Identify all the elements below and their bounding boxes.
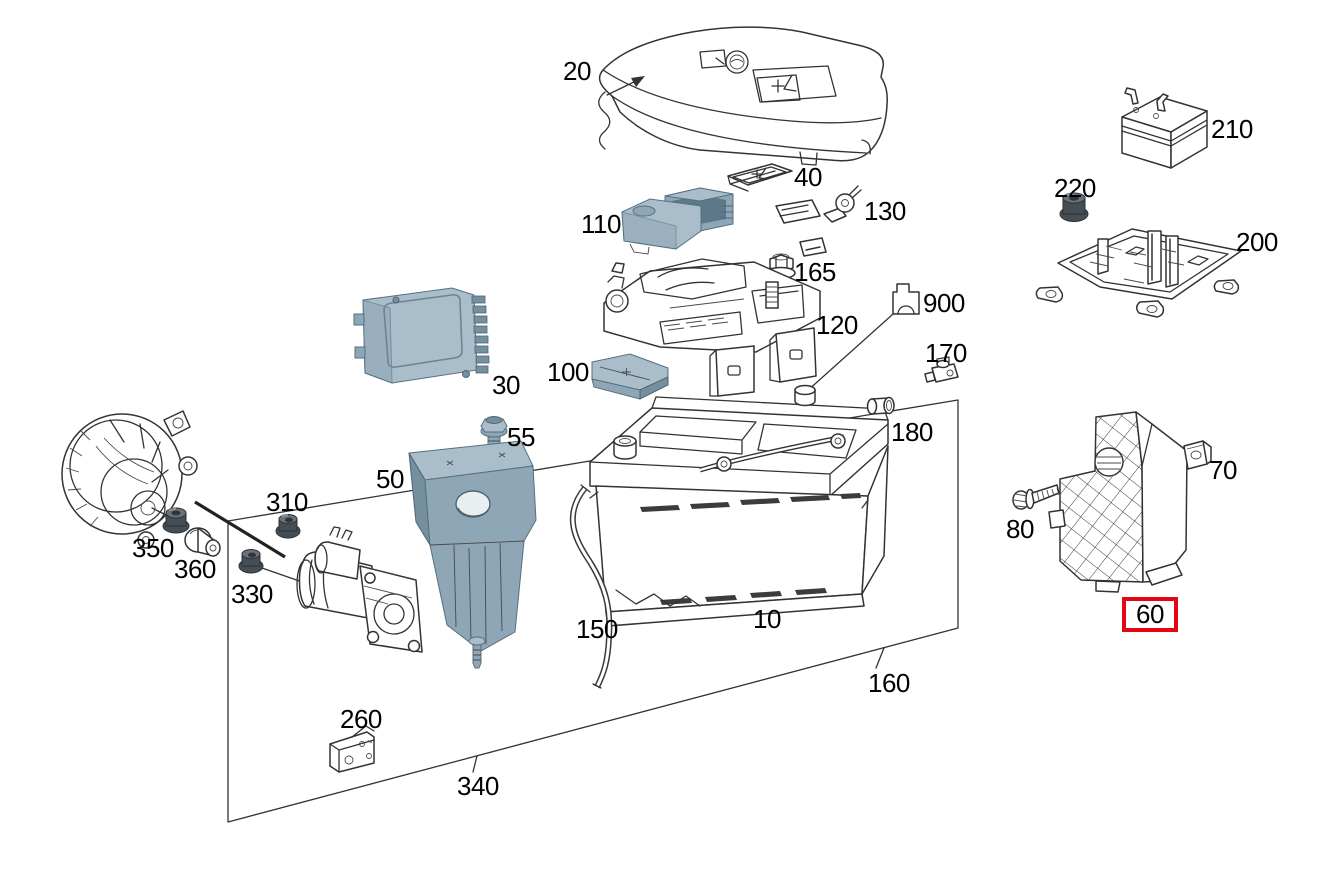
part-callout-210[interactable]: 210 — [1211, 114, 1253, 144]
part-callout-180[interactable]: 180 — [891, 417, 933, 447]
part-callout-130[interactable]: 130 — [864, 196, 906, 226]
bracket-part-50[interactable] — [408, 440, 537, 669]
cover-plate-part-40[interactable] — [727, 163, 793, 192]
fuse-cover-part-110[interactable] — [621, 187, 734, 255]
part-callout-160[interactable]: 160 — [868, 668, 910, 698]
battery-vent-slots — [640, 493, 861, 605]
leader-20-arrow — [606, 76, 645, 96]
aux-battery-part-210[interactable] — [1121, 87, 1208, 169]
part-callout-20[interactable]: 20 — [563, 56, 591, 86]
part-callout-110[interactable]: 110 — [581, 209, 621, 239]
leader-160 — [875, 647, 885, 669]
screw-part-80[interactable] — [1012, 484, 1060, 510]
cover-part-100[interactable] — [591, 353, 669, 400]
part-callout-150[interactable]: 150 — [576, 614, 618, 644]
battery-tray-part-200[interactable] — [1035, 228, 1242, 318]
fuse-box-part-120[interactable] — [603, 258, 821, 397]
clamp-part-170[interactable] — [924, 356, 959, 383]
part-callout-50[interactable]: 50 — [376, 464, 404, 494]
vent-hose-part-150[interactable] — [569, 484, 613, 689]
nut-part-310[interactable] — [275, 514, 301, 539]
bushing-part-180[interactable] — [866, 396, 895, 415]
part-callout-310[interactable]: 310 — [266, 487, 308, 517]
part-callout-30[interactable]: 30 — [492, 370, 520, 400]
cap-part-360[interactable] — [184, 527, 221, 557]
part-callout-350[interactable]: 350 — [132, 533, 174, 563]
cable-assembly-part-130[interactable] — [756, 185, 862, 257]
clip-part-70[interactable] — [1183, 440, 1212, 470]
leader-340 — [472, 755, 478, 773]
leader-900 — [805, 313, 894, 393]
part-callout-120[interactable]: 120 — [816, 310, 858, 340]
nut-part-220[interactable] — [1059, 192, 1089, 222]
battery-part-10[interactable] — [589, 384, 889, 627]
starter-motor[interactable] — [296, 526, 423, 653]
part-callout-220[interactable]: 220 — [1054, 173, 1096, 203]
part-callout-80[interactable]: 80 — [1006, 514, 1034, 544]
connector-symbol-900[interactable] — [805, 283, 920, 393]
part-callout-10[interactable]: 10 — [753, 604, 781, 634]
part-callout-60[interactable]: 60 — [1122, 597, 1178, 632]
part-callout-40[interactable]: 40 — [794, 162, 822, 192]
leader-350 — [151, 507, 169, 517]
battery-cover-part-20[interactable] — [598, 26, 888, 166]
part-callout-900[interactable]: 900 — [923, 288, 965, 318]
part-callout-330[interactable]: 330 — [231, 579, 273, 609]
bracket-part-260[interactable] — [329, 725, 375, 773]
alternator[interactable] — [61, 410, 198, 549]
lattice-bracket-part-60[interactable] — [1048, 411, 1188, 593]
part-callout-170[interactable]: 170 — [925, 338, 967, 368]
part-callout-100[interactable]: 100 — [547, 357, 589, 387]
part-callout-260[interactable]: 260 — [340, 704, 382, 734]
part-callout-340[interactable]: 340 — [457, 771, 499, 801]
part-callout-165[interactable]: 165 — [794, 257, 836, 287]
nut-part-350[interactable] — [162, 507, 190, 534]
control-module-part-30[interactable] — [353, 287, 490, 384]
part-callout-70[interactable]: 70 — [1209, 455, 1237, 485]
part-callout-55[interactable]: 55 — [507, 422, 535, 452]
part-callout-360[interactable]: 360 — [174, 554, 216, 584]
part-callout-200[interactable]: 200 — [1236, 227, 1278, 257]
